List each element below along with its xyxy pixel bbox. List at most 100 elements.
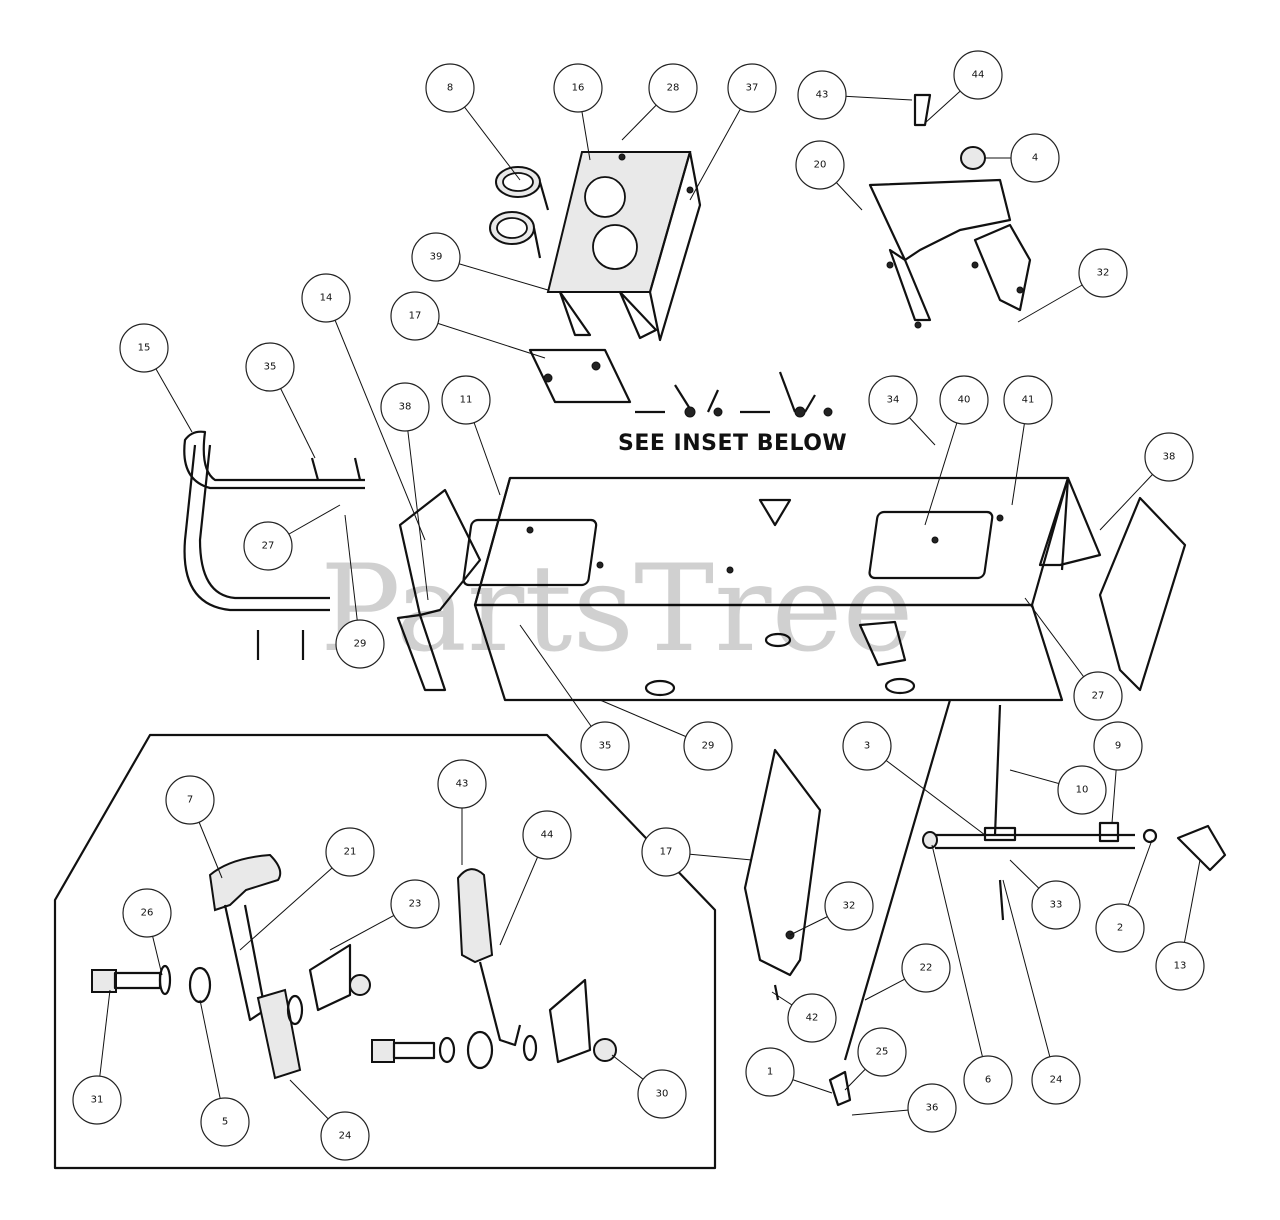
- callout-17: 17: [390, 291, 440, 341]
- callout-13: 13: [1155, 941, 1205, 991]
- callout-label: 20: [814, 160, 827, 171]
- callout-circle: [939, 375, 989, 425]
- callout-label: 11: [460, 395, 473, 406]
- callout-circle: [641, 827, 691, 877]
- callout-36: 36: [907, 1083, 957, 1133]
- callout-circle: [963, 1055, 1013, 1105]
- callout-label: 32: [1097, 268, 1110, 279]
- callout-label: 38: [399, 402, 412, 413]
- callout-circle: [1078, 248, 1128, 298]
- callout-circle: [301, 273, 351, 323]
- callout-circle: [441, 375, 491, 425]
- callout-17: 17: [641, 827, 691, 877]
- callout-label: 40: [958, 395, 971, 406]
- callout-label: 27: [262, 541, 275, 552]
- callout-circle: [1073, 671, 1123, 721]
- callout-circle: [72, 1075, 122, 1125]
- callout-circle: [787, 993, 837, 1043]
- callout-28: 28: [648, 63, 698, 113]
- callout-circle: [901, 943, 951, 993]
- callout-label: 3: [864, 741, 870, 752]
- callout-30: 30: [637, 1069, 687, 1119]
- linkage-9-10: [828, 699, 1227, 1107]
- callout-15: 15: [119, 323, 169, 373]
- callout-label: 28: [667, 83, 680, 94]
- callout-circle: [437, 759, 487, 809]
- callout-circle: [165, 775, 215, 825]
- callout-label: 2: [1117, 923, 1123, 934]
- callout-label: 44: [972, 70, 985, 81]
- callout-25: 25: [857, 1027, 907, 1077]
- callout-circle: [1144, 432, 1194, 482]
- callout-circle: [119, 323, 169, 373]
- knob-4: [960, 146, 986, 170]
- callout-circle: [553, 63, 603, 113]
- callout-circle: [868, 375, 918, 425]
- callout-circle: [727, 63, 777, 113]
- inset-box: [53, 733, 717, 1170]
- callout-21: 21: [325, 827, 375, 877]
- callout-label: 35: [264, 362, 277, 373]
- callout-39: 39: [411, 232, 461, 282]
- callout-8: 8: [425, 63, 475, 113]
- callout-circle: [953, 50, 1003, 100]
- callout-32: 32: [824, 881, 874, 931]
- callout-label: 22: [920, 963, 933, 974]
- callout-label: 23: [409, 899, 422, 910]
- callout-27: 27: [243, 521, 293, 571]
- callout-label: 34: [887, 395, 900, 406]
- callout-circle: [842, 721, 892, 771]
- callout-16: 16: [553, 63, 603, 113]
- callout-label: 44: [541, 830, 554, 841]
- callout-38: 38: [380, 382, 430, 432]
- leader-line-14: [325, 297, 426, 541]
- callout-label: 36: [926, 1103, 939, 1114]
- callout-10: 10: [1057, 765, 1107, 815]
- callout-label: 41: [1022, 395, 1035, 406]
- bracket-20: [868, 178, 1032, 329]
- side-plate-38: [1038, 476, 1187, 692]
- callout-38: 38: [1144, 432, 1194, 482]
- callout-circle: [335, 619, 385, 669]
- leader-line-24: [1002, 879, 1057, 1081]
- callout-41: 41: [1003, 375, 1053, 425]
- callout-label: 17: [409, 311, 422, 322]
- callout-circle: [1031, 880, 1081, 930]
- callout-circle: [1057, 765, 1107, 815]
- callout-37: 37: [727, 63, 777, 113]
- watermark: PartsTree: [320, 540, 914, 679]
- callout-7: 7: [165, 775, 215, 825]
- callout-circle: [797, 70, 847, 120]
- callout-label: 4: [1032, 153, 1038, 164]
- callout-circle: [648, 63, 698, 113]
- callout-9: 9: [1093, 721, 1143, 771]
- callout-29: 29: [335, 619, 385, 669]
- leader-line-6: [931, 844, 989, 1081]
- callout-circle: [1155, 941, 1205, 991]
- callout-circle: [637, 1069, 687, 1119]
- lever-row: [635, 371, 833, 418]
- dash-bracket-16: [546, 150, 702, 342]
- callout-circle: [325, 827, 375, 877]
- callout-label: 37: [746, 83, 759, 94]
- callout-label: 43: [456, 779, 469, 790]
- side-plate-14: [396, 488, 482, 692]
- callout-23: 23: [390, 879, 440, 929]
- callout-3: 3: [842, 721, 892, 771]
- callout-11: 11: [441, 375, 491, 425]
- callout-label: 29: [702, 741, 715, 752]
- callout-label: 29: [354, 639, 367, 650]
- callout-42: 42: [787, 993, 837, 1043]
- callout-31: 31: [72, 1075, 122, 1125]
- callout-label: 31: [91, 1095, 104, 1106]
- callout-1: 1: [745, 1047, 795, 1097]
- callout-27: 27: [1073, 671, 1123, 721]
- callout-circle: [425, 63, 475, 113]
- callout-24: 24: [1031, 1055, 1081, 1105]
- bracket-17-top: [528, 348, 632, 404]
- callout-label: 14: [320, 293, 333, 304]
- callout-label: 43: [816, 90, 829, 101]
- callout-label: 42: [806, 1013, 819, 1024]
